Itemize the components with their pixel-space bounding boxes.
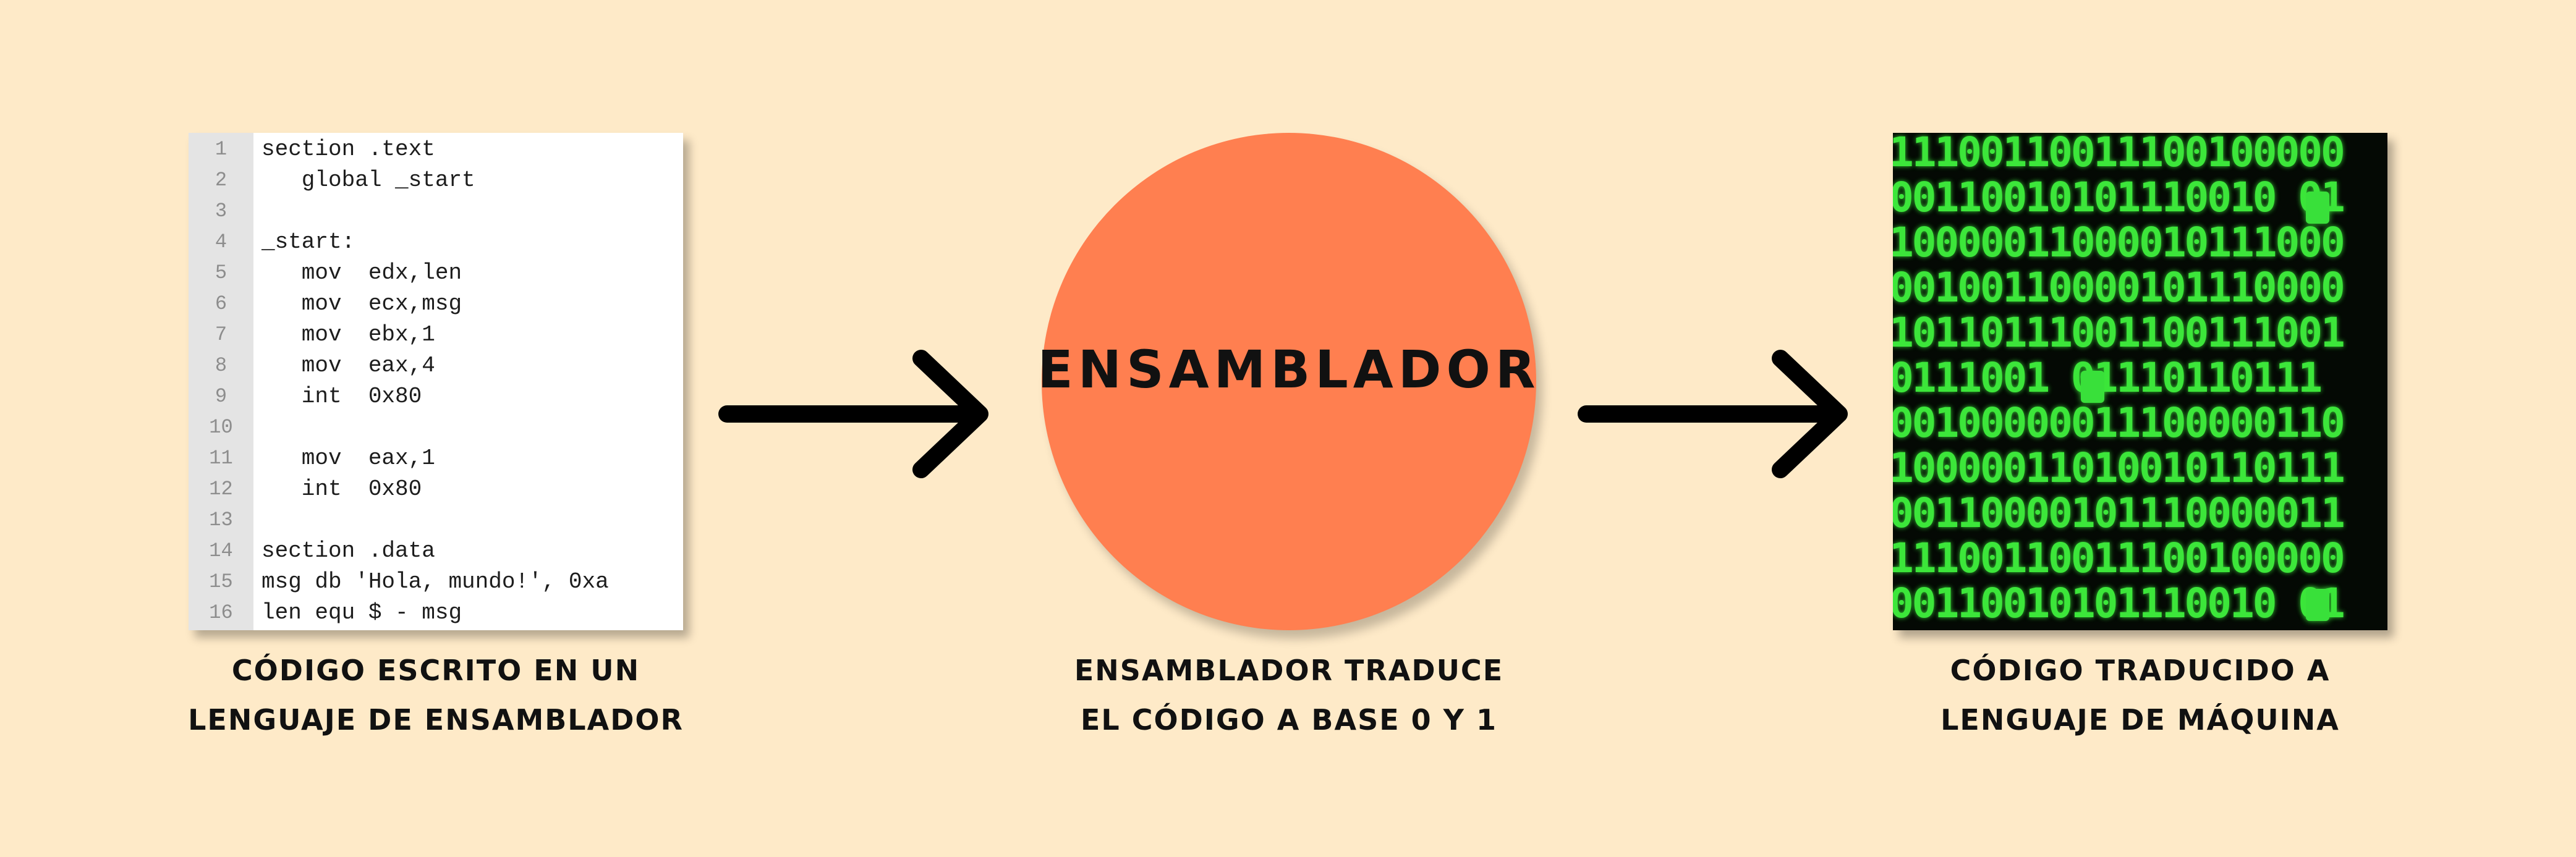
- code-text: _start:: [261, 229, 355, 255]
- binary-row: 00110000101110000011: [1893, 489, 2345, 537]
- code-text: global _start: [261, 167, 475, 193]
- code-text: section .data: [261, 538, 435, 564]
- line-number: 5: [215, 261, 227, 284]
- highlighted-bit-block: [2081, 371, 2104, 403]
- binary-row: 00100000011100000110: [1893, 399, 2345, 447]
- line-number: 11: [209, 447, 233, 470]
- line-number: 3: [215, 200, 227, 222]
- arrow-right-icon: [1578, 350, 1848, 478]
- binary-row: 10000011000010111000: [1893, 219, 2345, 266]
- line-number: 14: [209, 539, 233, 562]
- code-line: 2 global _start: [189, 165, 683, 196]
- binary-row: 00110010101110010 01: [1893, 580, 2345, 627]
- code-text: mov eax,4: [261, 353, 435, 378]
- binary-caption-line-2: LENGUAJE DE MÁQUINA: [1941, 703, 2340, 737]
- binary-row: 11100110011100100000: [1893, 534, 2345, 582]
- code-line: 1 section .text: [189, 134, 683, 165]
- code-line: 11 mov eax,1: [189, 443, 683, 474]
- code-text: int 0x80: [261, 384, 422, 409]
- code-text: mov edx,len: [261, 260, 462, 285]
- code-line: 15 msg db 'Hola, mundo!', 0xa: [189, 567, 683, 597]
- code-line: 13: [189, 505, 683, 536]
- code-line: 4 _start:: [189, 227, 683, 258]
- line-number: 15: [209, 570, 233, 593]
- code-text: section .text: [261, 137, 435, 162]
- binary-row: 10110111001100111001: [1893, 309, 2345, 357]
- assembler-circle: ENSAMBLADOR: [1037, 133, 1536, 630]
- binary-caption-line-1: CÓDIGO TRADUCIDO A: [1950, 654, 2331, 687]
- highlighted-bit-block: [2306, 192, 2329, 224]
- line-number: 12: [209, 478, 233, 500]
- code-line: 7 mov ebx,1: [189, 319, 683, 350]
- code-line: 14 section .data: [189, 536, 683, 567]
- line-number: 10: [209, 416, 233, 439]
- arrow-right-icon: [718, 350, 988, 478]
- code-text: len equ $ - msg: [261, 600, 462, 625]
- binary-row: 11100110011100100000: [1893, 133, 2345, 176]
- assembler-caption-line-2: EL CÓDIGO A BASE 0 Y 1: [1081, 703, 1497, 737]
- code-line: 12 int 0x80: [189, 474, 683, 505]
- binary-row: 00100110000101110000: [1893, 264, 2345, 311]
- code-caption: CÓDIGO ESCRITO EN UN LENGUAJE DE ENSAMBL…: [158, 646, 714, 745]
- code-line: 6 mov ecx,msg: [189, 289, 683, 319]
- code-text: mov eax,1: [261, 445, 435, 471]
- code-text: mov ecx,msg: [261, 291, 462, 316]
- binary-caption: CÓDIGO TRADUCIDO A LENGUAJE DE MÁQUINA: [1862, 646, 2418, 745]
- code-line: 5 mov edx,len: [189, 258, 683, 289]
- code-text: mov ebx,1: [261, 322, 435, 347]
- code-line: 9 int 0x80: [189, 381, 683, 412]
- assembler-label: ENSAMBLADOR: [1037, 339, 1541, 400]
- line-number-gutter: [189, 133, 253, 630]
- line-number: 1: [215, 138, 227, 161]
- code-line: 8 mov eax,4: [189, 350, 683, 381]
- assembly-code-panel: 1 section .text 2 global _start 3 4 _start: 5 …: [189, 133, 683, 630]
- binary-row: 00110010101110010 01: [1893, 174, 2345, 221]
- code-line: 10: [189, 412, 683, 443]
- highlighted-bit-block: [2306, 589, 2329, 621]
- assembler-caption-line-1: ENSAMBLADOR TRADUCE: [1074, 654, 1504, 687]
- code-caption-line-1: CÓDIGO ESCRITO EN UN: [231, 654, 640, 687]
- line-number: 16: [209, 601, 233, 624]
- code-text: msg db 'Hola, mundo!', 0xa: [261, 569, 609, 594]
- code-caption-line-2: LENGUAJE DE ENSAMBLADOR: [188, 703, 684, 737]
- line-number: 4: [215, 230, 227, 253]
- line-number: 13: [209, 509, 233, 531]
- code-line: 3: [189, 196, 683, 227]
- code-text: int 0x80: [261, 476, 422, 502]
- line-number: 7: [215, 323, 227, 346]
- line-number: 9: [215, 385, 227, 408]
- line-number: 8: [215, 354, 227, 377]
- binary-row: 10000011010010110111: [1893, 444, 2345, 492]
- binary-row: 0111001 01110110111: [1893, 354, 2323, 402]
- line-number: 6: [215, 292, 227, 315]
- code-line: 16 len equ $ - msg: [189, 597, 683, 628]
- line-number: 2: [215, 169, 227, 192]
- assembler-caption: ENSAMBLADOR TRADUCE EL CÓDIGO A BASE 0 Y…: [1011, 646, 1567, 745]
